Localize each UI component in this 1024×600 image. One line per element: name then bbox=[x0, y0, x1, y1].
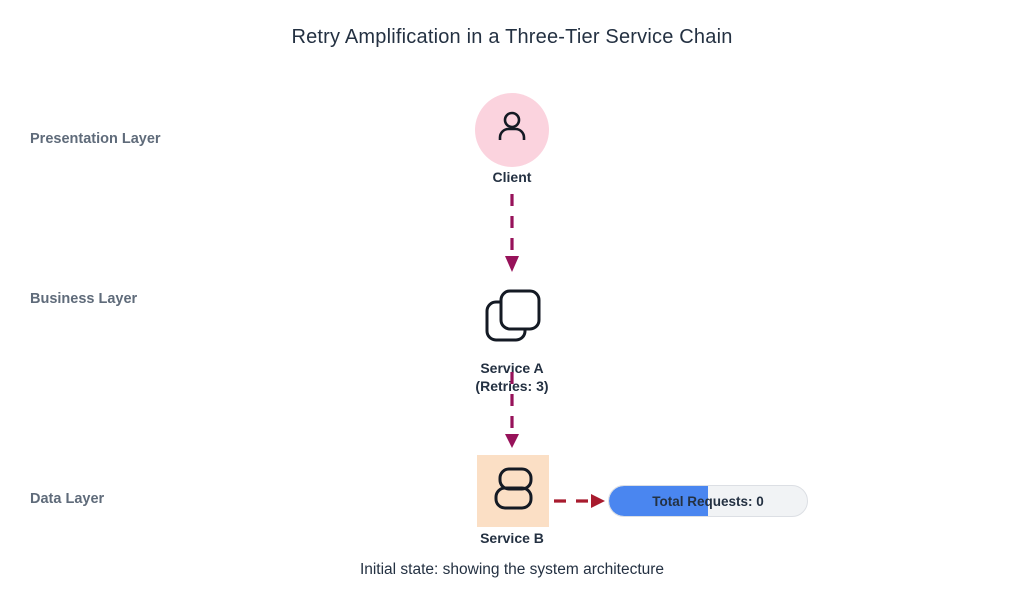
service-b-node bbox=[477, 455, 549, 527]
total-requests-counter: Total Requests: 0 bbox=[608, 485, 808, 517]
client-node-label: Client bbox=[492, 169, 532, 185]
counter-label: Total Requests: 0 bbox=[652, 493, 764, 509]
service-a-name: Service A bbox=[480, 360, 544, 376]
arrow-service-a-to-service-b bbox=[505, 372, 519, 448]
layer-label-presentation: Presentation Layer bbox=[30, 131, 161, 147]
service-a-node-label: Service A (Retries: 3) bbox=[412, 359, 612, 395]
counter-fill bbox=[609, 486, 708, 516]
user-icon bbox=[491, 107, 533, 154]
copy-squares-icon bbox=[481, 285, 545, 349]
diagram-title: Retry Amplification in a Three-Tier Serv… bbox=[291, 26, 733, 48]
layer-label-data: Data Layer bbox=[30, 491, 105, 507]
service-a-retries: (Retries: 3) bbox=[475, 378, 549, 394]
database-icon bbox=[490, 466, 536, 517]
layer-label-business: Business Layer bbox=[30, 291, 138, 307]
status-caption: Initial state: showing the system archit… bbox=[359, 561, 665, 578]
arrow-service-b-to-counter bbox=[554, 494, 605, 508]
client-node bbox=[475, 93, 549, 167]
service-b-node-label: Service B bbox=[480, 530, 544, 546]
arrow-client-to-service-a bbox=[505, 194, 519, 272]
